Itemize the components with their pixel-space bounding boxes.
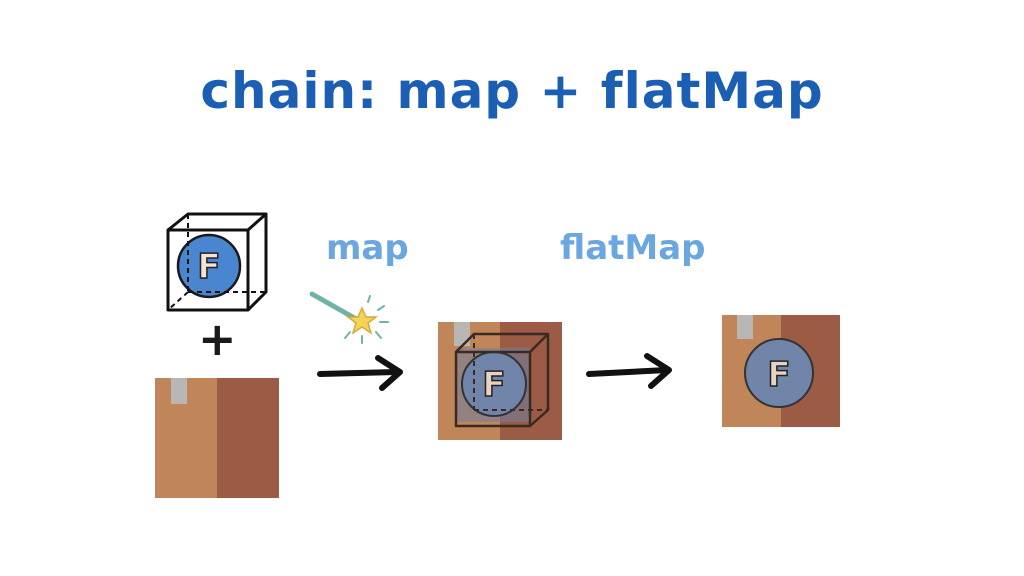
flattened-box-icon: F <box>722 315 840 427</box>
magic-wand-icon <box>308 288 398 348</box>
functor-letter: F <box>482 365 505 405</box>
label-flatmap: flatMap <box>560 228 706 268</box>
functor-letter: F <box>767 355 790 395</box>
diagram-title: chain: map + flatMap <box>0 62 1024 120</box>
functor-cube-icon: F <box>162 210 272 320</box>
arrow-right-icon <box>316 352 408 394</box>
arrow-right-icon <box>585 352 677 392</box>
label-map: map <box>326 228 409 268</box>
functor-letter: F <box>197 247 220 287</box>
cardboard-box-icon <box>155 378 279 498</box>
plus-operator: + <box>198 316 237 362</box>
boxed-functor-icon: F <box>438 322 562 440</box>
